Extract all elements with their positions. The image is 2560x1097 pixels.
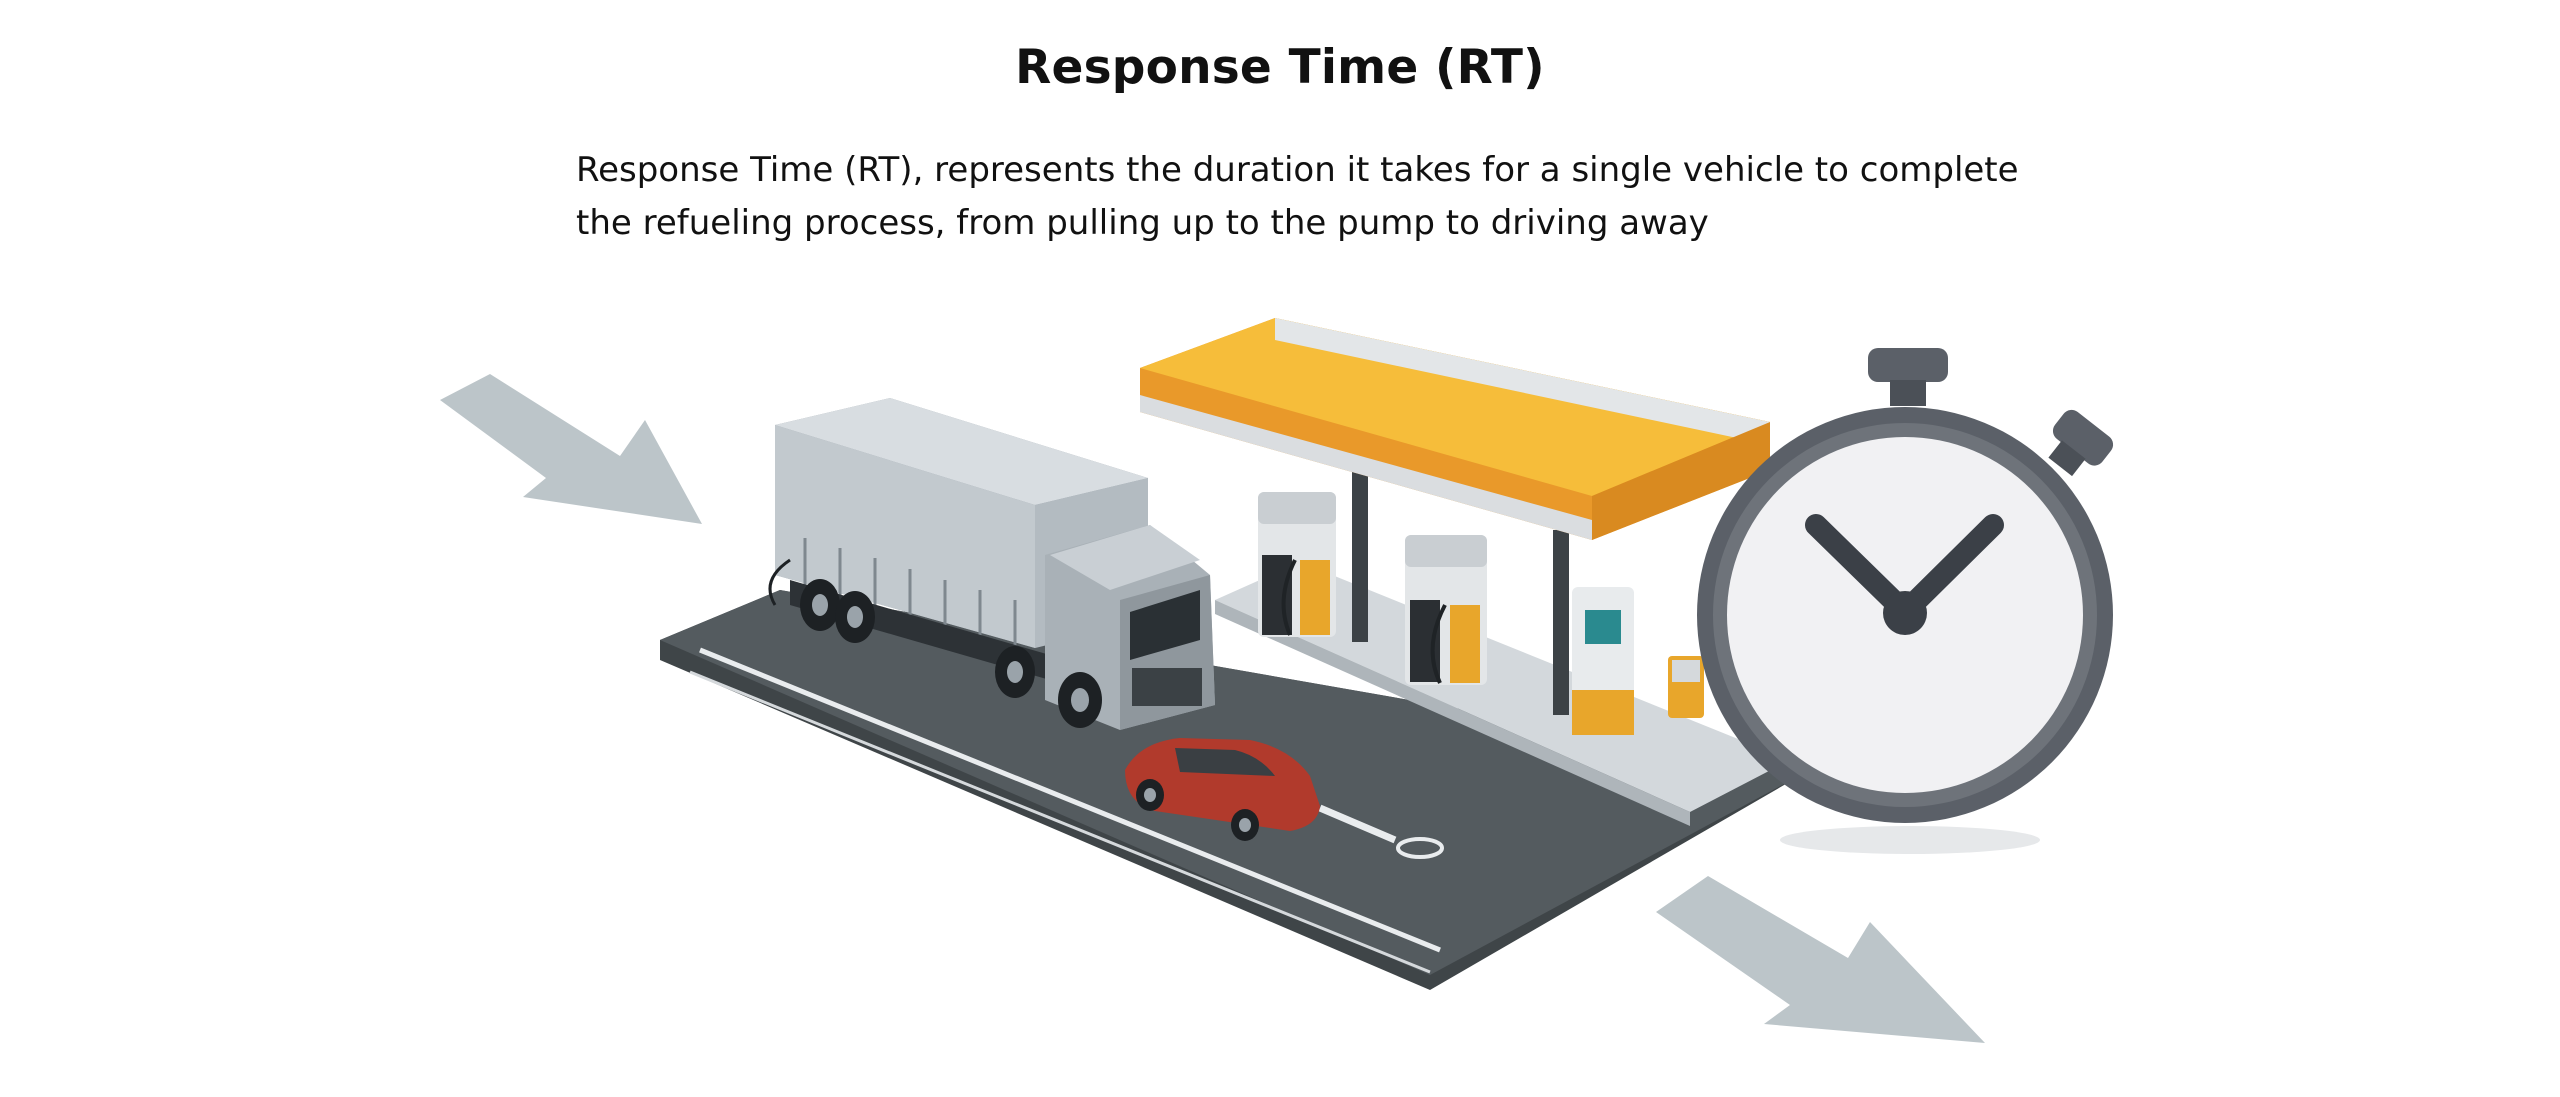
- car-icon: [1125, 738, 1320, 841]
- truck-icon: [768, 398, 1215, 730]
- stopwatch-icon: [1697, 348, 2114, 854]
- fuel-pump-icon: [1405, 535, 1487, 685]
- page-title: Response Time (RT): [1015, 40, 1545, 95]
- fuel-pump-icon: [1572, 587, 1634, 735]
- arrow-out-icon: [1656, 876, 1985, 1043]
- arrow-in-icon: [440, 374, 702, 524]
- description-text: Response Time (RT), represents the durat…: [576, 150, 2019, 243]
- fuel-pump-icon: [1258, 492, 1336, 637]
